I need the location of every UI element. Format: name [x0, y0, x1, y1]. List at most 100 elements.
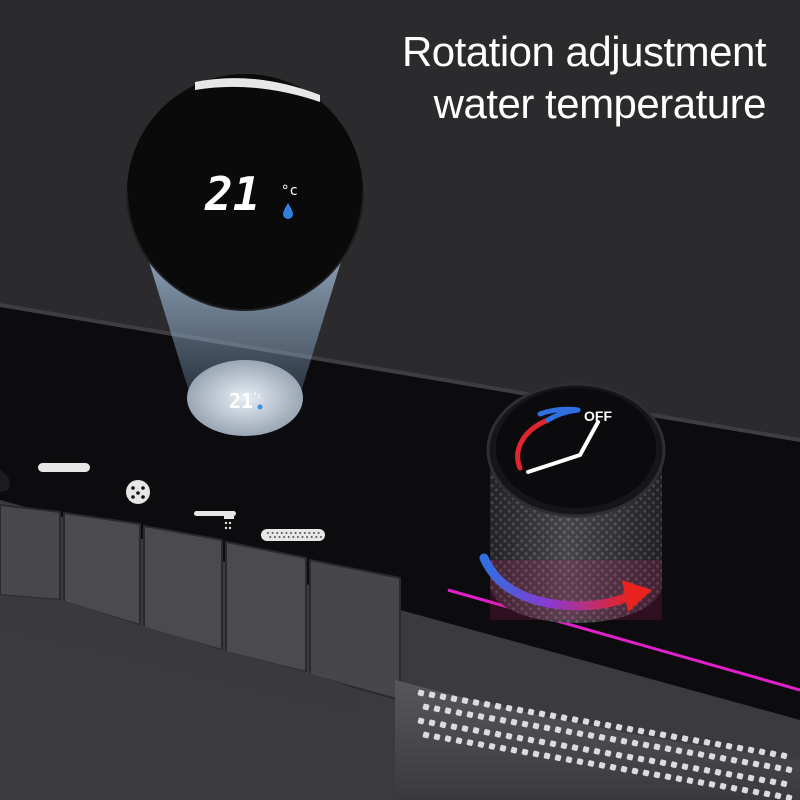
hose-perforation [450, 695, 458, 703]
hose-perforation [725, 742, 733, 750]
hose-perforation [472, 727, 480, 734]
corner-button-edge [0, 470, 10, 492]
spray-dot [296, 536, 299, 538]
hose-perforation [686, 749, 694, 756]
hose-perforation [609, 735, 617, 743]
spray-dot [267, 532, 269, 534]
hose-perforation [664, 745, 672, 753]
hose-perforation [736, 772, 744, 780]
hose-perforation [571, 744, 579, 751]
hose-perforation [598, 762, 606, 769]
hose-perforation [686, 777, 694, 784]
top-shower-icon[interactable] [38, 463, 90, 472]
spray-dot [315, 536, 318, 538]
neutral-arc [537, 406, 581, 417]
spray-dot [292, 536, 295, 538]
hose-perforation [719, 754, 727, 762]
hose-perforation [587, 760, 595, 767]
hose-perforation [488, 715, 496, 722]
hose-perforation [543, 752, 551, 760]
hose-perforation [642, 741, 650, 749]
hose-perforation [675, 747, 683, 755]
hose-perforation [499, 744, 507, 752]
hose-perforation [455, 737, 463, 745]
spray-dot [313, 532, 315, 534]
hose-perforation [752, 788, 760, 796]
hot-arc [515, 417, 551, 471]
hose-perforation [466, 739, 474, 746]
hose-perforation [780, 752, 788, 760]
hose-perforation [747, 774, 755, 782]
shower-hose [395, 680, 800, 800]
hose-perforation [675, 775, 683, 783]
hose-perforation [609, 763, 617, 771]
headline-line-1: Rotation adjustment [401, 28, 767, 75]
hose-perforation [477, 713, 485, 720]
hose-perforation [730, 756, 738, 764]
hose-perforations [417, 689, 793, 800]
small-water-drop-icon [257, 404, 263, 410]
hose-perforation [560, 742, 568, 750]
hose-perforation [417, 717, 425, 725]
hose-perforation [708, 753, 716, 760]
hose-perforation [554, 754, 562, 762]
hose-perforation [659, 731, 667, 739]
hose-perforation [483, 701, 491, 708]
hose-perforation [477, 741, 485, 748]
hose-perforation [461, 697, 469, 704]
hose-perforation [587, 732, 595, 739]
hose-perforation [422, 703, 430, 711]
hose-perforation [560, 714, 568, 722]
hose-perforation [785, 794, 793, 800]
temperature-knob[interactable]: OFF [486, 382, 666, 623]
display-magnified [126, 74, 364, 311]
hose-perforation [439, 721, 447, 729]
hose-perforation [582, 746, 590, 753]
hose-perforation [571, 716, 579, 723]
hose-perforation [615, 723, 623, 731]
hose-perforation [730, 784, 738, 792]
hose-perforation [466, 711, 474, 718]
hose-perforation [648, 729, 656, 737]
hose-perforation [439, 693, 447, 701]
spray-dot [273, 536, 276, 538]
hose-perforation [631, 767, 639, 775]
hose-perforation [593, 720, 601, 727]
spray-dot [294, 532, 297, 534]
hose-perforation [620, 737, 628, 745]
small-unit: °c [253, 392, 261, 400]
hose-perforation [565, 756, 573, 764]
hose-perforation [549, 712, 557, 720]
hose-perforation [681, 735, 689, 742]
hose-perforation [637, 727, 645, 735]
spray-dot [319, 536, 322, 538]
spray-dot [278, 536, 281, 538]
hose-perforation [582, 718, 590, 725]
small-temperature-display: 21 °c [229, 389, 263, 413]
hose-perforation [604, 749, 612, 757]
hose-perforation [780, 780, 788, 788]
hose-perforation [494, 702, 502, 710]
spray-dot [276, 532, 279, 534]
spray-bar-icon[interactable] [261, 529, 325, 541]
hose-perforation [626, 753, 634, 761]
hose-perforation [516, 734, 524, 742]
hose-perforation [510, 746, 518, 754]
hose-perforation [774, 792, 782, 800]
hose-perforation [637, 755, 645, 763]
hose-perforation [653, 743, 661, 751]
hose-perforation [472, 699, 480, 706]
hose-perforation [774, 764, 782, 772]
hose-perforation [576, 758, 584, 765]
hose-perforation [576, 730, 584, 737]
handheld-shower-icon[interactable] [126, 480, 150, 504]
hose-perforation [736, 744, 744, 752]
hose-perforation [532, 750, 540, 758]
spout-icon[interactable] [194, 511, 236, 530]
hose-perforation [543, 724, 551, 732]
hose-perforation [725, 770, 733, 778]
spray-dot [283, 536, 286, 538]
spray-dot [303, 532, 306, 534]
hose-perforation [538, 738, 546, 746]
